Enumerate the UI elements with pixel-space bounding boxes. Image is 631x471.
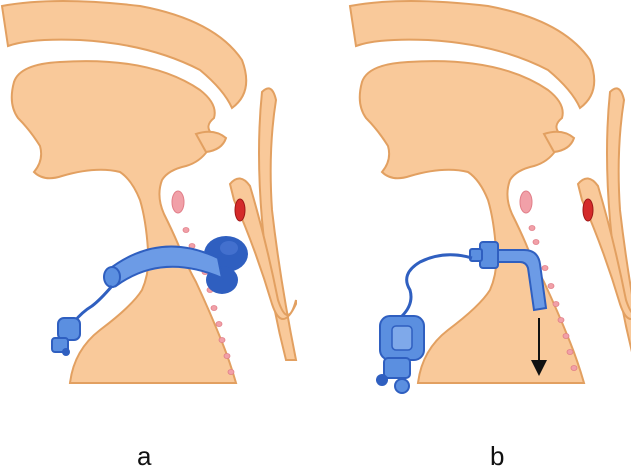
pilot-line-a [74,286,112,322]
pilot-line-b [402,255,472,316]
panel-label-b: b [490,443,504,469]
pilot-balloon-a [52,318,80,356]
panel-b [350,1,631,393]
panel-a [2,1,296,383]
pilot-balloon-b [376,316,424,393]
panel-label-a: a [137,443,151,469]
tube-flange-a [104,267,120,287]
anatomy-a [2,1,296,383]
